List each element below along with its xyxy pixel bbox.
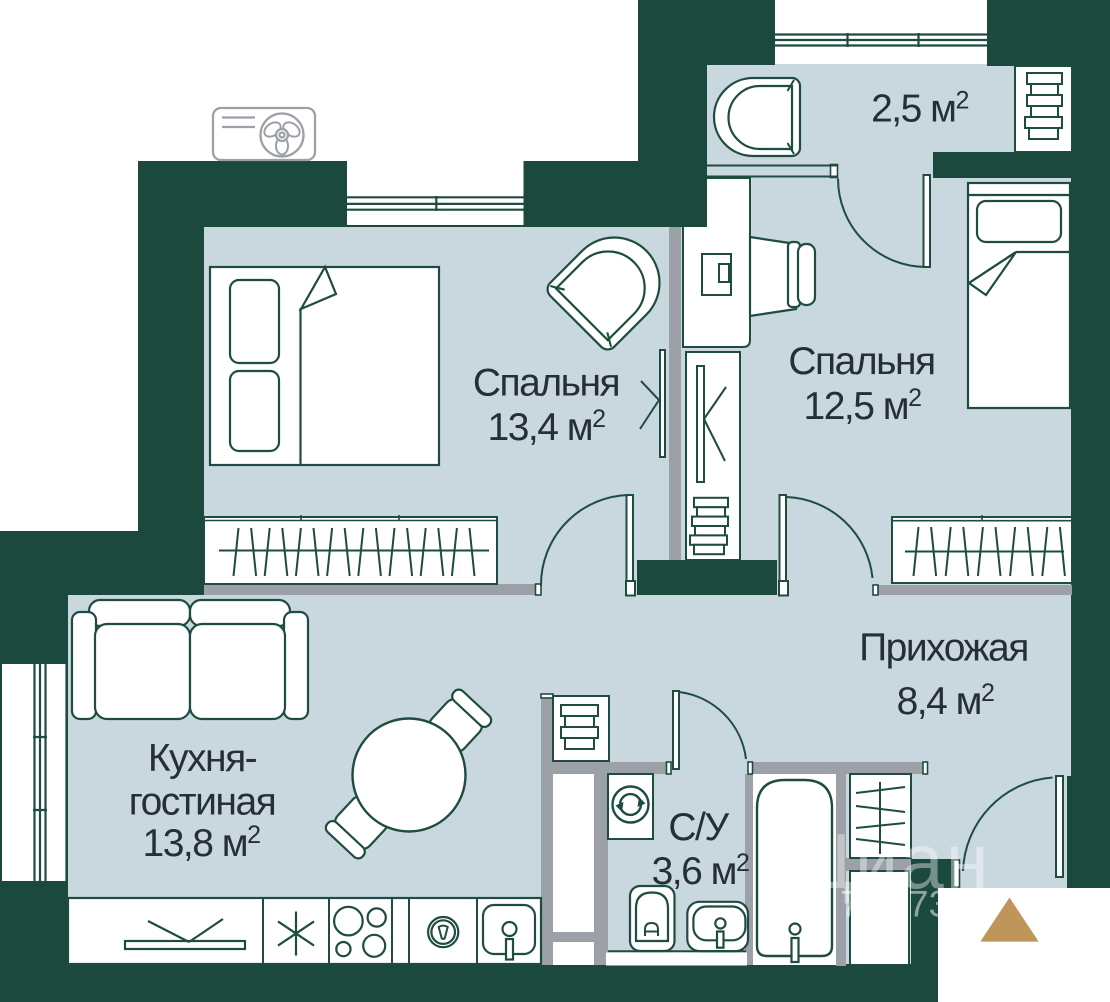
svg-text:13,8 м2: 13,8 м2 bbox=[143, 821, 261, 865]
svg-text:Спальня: Спальня bbox=[788, 340, 934, 383]
svg-text:3,6 м2: 3,6 м2 bbox=[652, 849, 749, 893]
svg-text:гостиная: гостиная bbox=[129, 781, 276, 824]
svg-text:С/У: С/У bbox=[668, 806, 729, 849]
svg-text:8,4 м2: 8,4 м2 bbox=[897, 679, 994, 723]
svg-text:2,5 м2: 2,5 м2 bbox=[871, 87, 968, 131]
svg-text:Кухня-: Кухня- bbox=[148, 737, 257, 780]
svg-text:Спальня: Спальня bbox=[473, 362, 619, 405]
svg-text:73: 73 bbox=[908, 884, 949, 925]
svg-text:73: 73 bbox=[840, 884, 881, 925]
svg-text:13,4 м2: 13,4 м2 bbox=[488, 405, 606, 449]
svg-text:12,5 м2: 12,5 м2 bbox=[804, 384, 922, 428]
svg-text:Прихожая: Прихожая bbox=[859, 627, 1028, 670]
